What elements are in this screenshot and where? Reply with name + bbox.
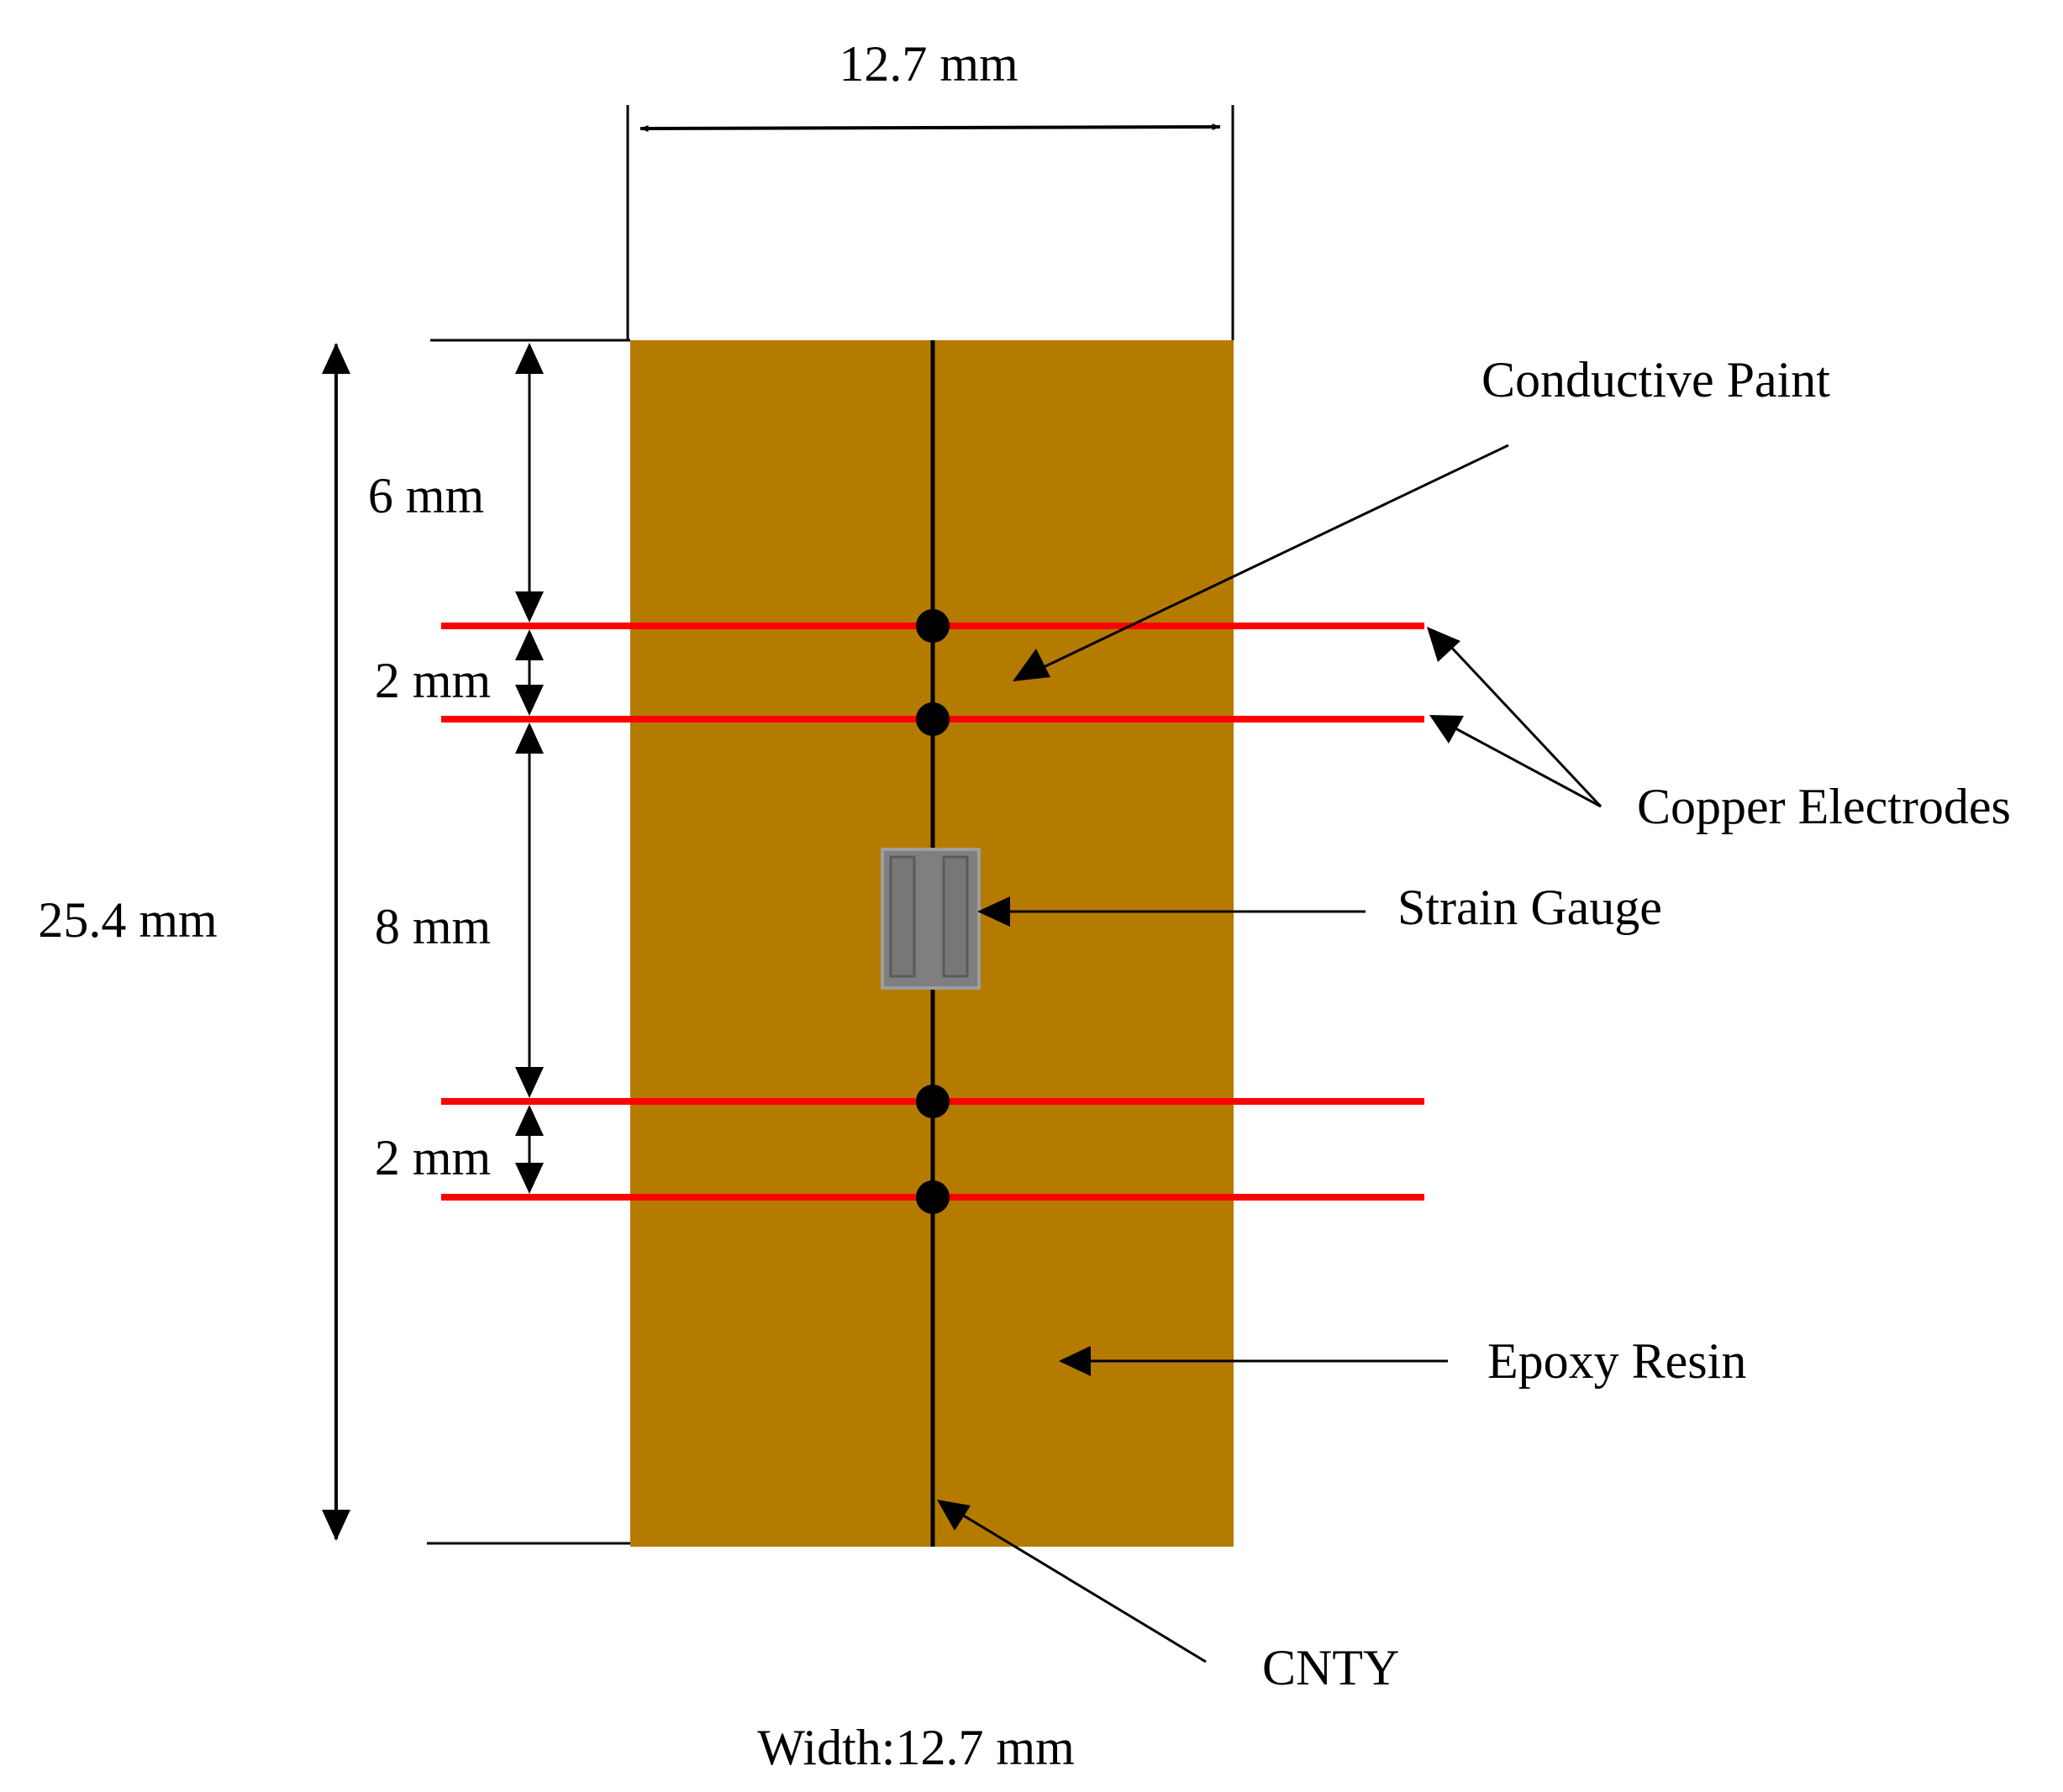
total-length-label: 25.4 mm xyxy=(38,892,217,948)
segment-gap2-label: 2 mm xyxy=(375,1130,491,1185)
callout-arrowheads xyxy=(937,627,1464,1531)
segment-top-label: 6 mm xyxy=(368,468,484,523)
top-width-label: 12.7 mm xyxy=(839,36,1018,92)
conductive-paint-dot-4 xyxy=(916,1180,950,1214)
total-length-arrow-top xyxy=(322,343,350,374)
conductive-paint-label: Conductive Paint xyxy=(1481,352,1830,407)
total-length-arrow-bottom xyxy=(322,1510,350,1541)
conductive-paint-dot-2 xyxy=(916,702,950,736)
segment-gap1-label: 2 mm xyxy=(375,653,491,708)
segment-arrowheads xyxy=(515,343,544,1194)
top-width-dimension xyxy=(626,105,1234,340)
copper-electrodes-label: Copper Electrodes xyxy=(1637,779,2011,834)
segment-mid-label: 8 mm xyxy=(375,899,491,954)
callout-leaders xyxy=(957,444,1603,1663)
conductive-paint-dot-1 xyxy=(916,609,950,643)
width-caption: Width:12.7 mm xyxy=(757,1720,1075,1775)
cnty-label: CNTY xyxy=(1262,1640,1399,1695)
epoxy-resin-label: Epoxy Resin xyxy=(1487,1333,1746,1389)
conductive-paint-dot-3 xyxy=(916,1085,950,1118)
strain-gauge-label: Strain Gauge xyxy=(1397,880,1662,935)
length-extension-lines xyxy=(427,339,630,1545)
strain-gauge xyxy=(881,848,981,990)
